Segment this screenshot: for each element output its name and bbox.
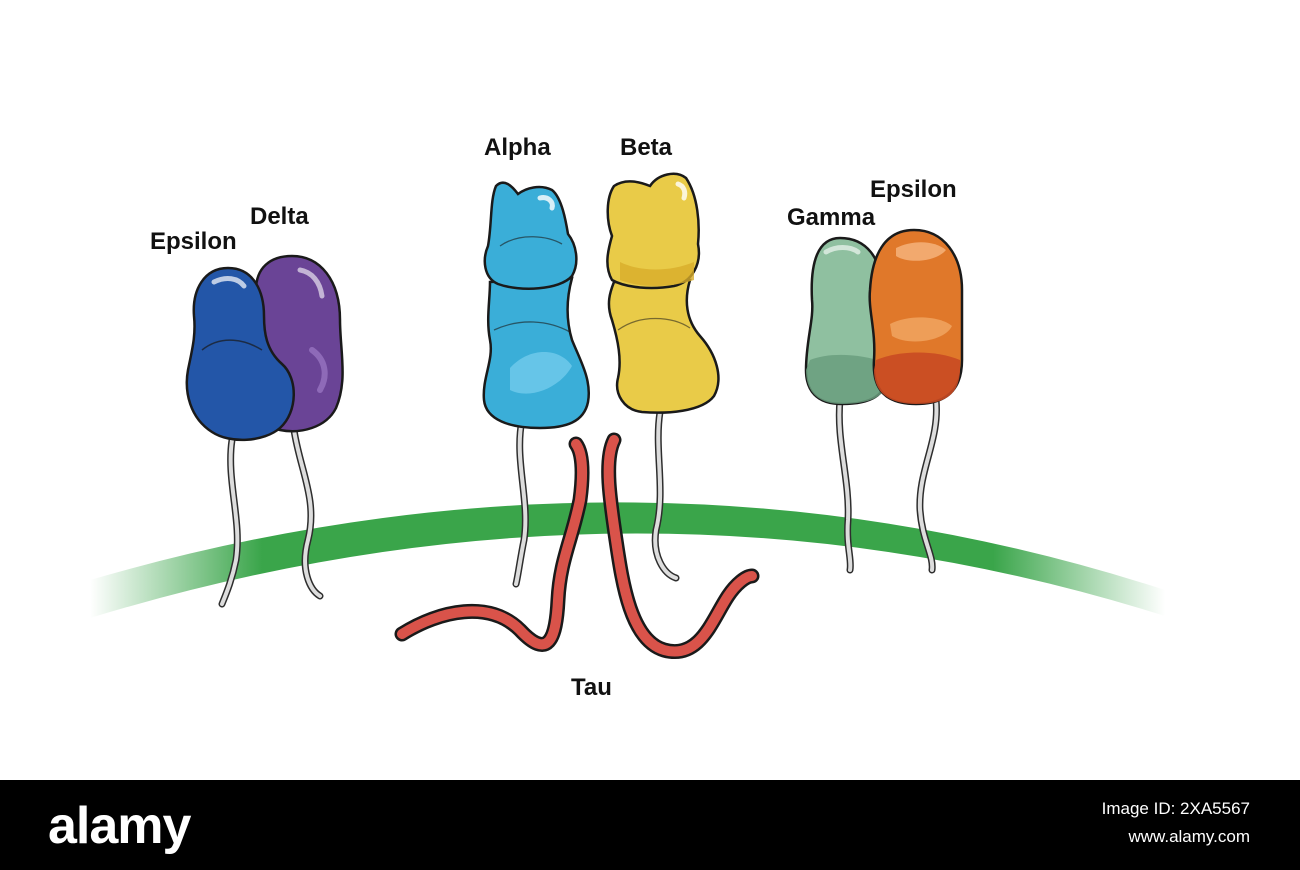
tether-delta [292, 428, 322, 598]
label-beta: Beta [620, 134, 673, 161]
diagram-svg [90, 172, 1165, 660]
tau-subunit [394, 432, 760, 660]
alpha-subunit [482, 181, 591, 430]
label-gamma: Gamma [787, 204, 876, 231]
site-url-text: www.alamy.com [1128, 827, 1250, 847]
tether-epsilon-right [917, 398, 939, 572]
tethers [218, 396, 940, 608]
membrane [90, 502, 1165, 618]
label-epsilon-left: Epsilon [150, 228, 237, 255]
label-delta: Delta [250, 203, 309, 230]
image-id-text: Image ID: 2XA5567 [1101, 799, 1250, 818]
tether-gamma [837, 398, 853, 572]
label-alpha: Alpha [484, 134, 551, 161]
gamma-subunit [804, 236, 888, 406]
watermark-meta: Image ID: 2XA5567 www.alamy.com [1102, 798, 1250, 848]
tether-alpha [514, 418, 528, 586]
tether-epsilon-left [220, 438, 240, 606]
label-epsilon-right: Epsilon [870, 176, 957, 203]
beta-subunit [606, 172, 720, 414]
epsilon-right-subunit [868, 228, 964, 406]
diagram-canvas: Epsilon Delta Alpha Beta Gamma Epsilon T… [90, 134, 1165, 701]
watermark-bar: alamy Image ID: 2XA5567 www.alamy.com [0, 780, 1300, 870]
tether-beta [653, 410, 678, 580]
brand-logo: alamy [48, 797, 191, 855]
epsilon-left-subunit [185, 266, 295, 442]
label-tau: Tau [571, 674, 612, 701]
